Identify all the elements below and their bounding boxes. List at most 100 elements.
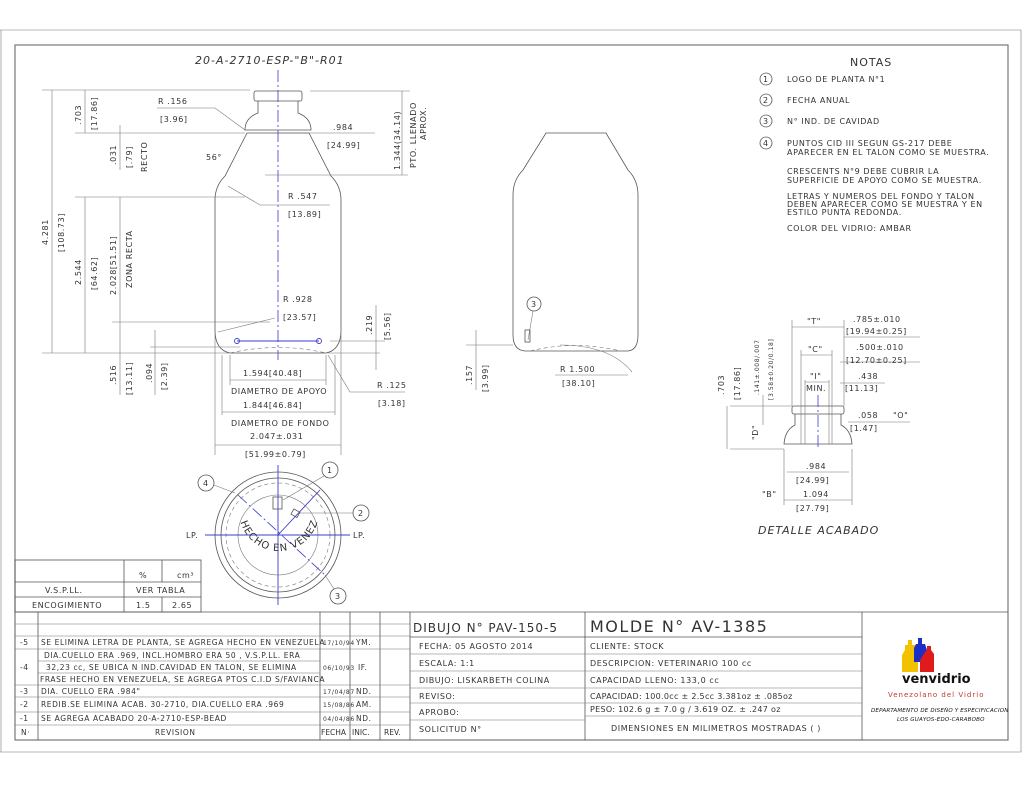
title-block: DIBUJO N° PAV-150-5 FECHA: 05 AGOSTO 201… [410, 612, 863, 740]
revision-description: 32,23 cc, SE UBICA N IND.CAVIDAD EN TALO… [46, 663, 297, 672]
lp-right-label: LP. [353, 531, 365, 540]
note-num: 2 [763, 96, 769, 105]
dim-T-mm: [19.94±0.25] [846, 327, 907, 336]
dim-r125: R .125 [377, 381, 407, 390]
fill-point-label-2: APROX. [419, 107, 428, 140]
dim-C-mm: [12.70±0.25] [846, 356, 907, 365]
outer-frame [0, 29, 1022, 753]
dim-h2544: 2.544 [74, 259, 83, 285]
dim-h703: .703 [74, 105, 83, 125]
dim-neck-dia: .984 [333, 123, 353, 132]
header-rev: REV. [384, 728, 401, 737]
venvidrio-logo: venvidrio Venezolano del Vidrio DEPARTAM… [871, 638, 1009, 723]
note-extra: COLOR DEL VIDRIO: AMBAR [787, 224, 912, 233]
dim-I-mm: [11.13] [845, 384, 878, 393]
dim-r1500-mm: [38.10] [562, 379, 595, 388]
dim-neck-dia-mm: [24.99] [327, 141, 360, 150]
note-extra: SUPERFICIE DE APOYO COMO SE MUESTRA. [787, 176, 982, 185]
revision-number: -5 [20, 638, 29, 647]
dim-r928-mm: [23.57] [283, 313, 316, 322]
dim-h2028: 2.028[51.51] [109, 236, 118, 295]
logo-red-bottle [920, 646, 934, 672]
company-tagline: Venezolano del Vidrio [888, 691, 984, 699]
notes: NOTAS 1 LOGO DE PLANTA N°1 2 FECHA ANUAL… [759, 56, 989, 233]
callout-3: 3 [335, 592, 341, 601]
revision-description: DIA. CUELLO ERA .984" [41, 687, 141, 696]
dim-body-dia-mm: [51.99±0.79] [245, 450, 306, 459]
revision-description: REDIB.SE ELIMINA ACAB. 30-2710, DIA.CUEL… [41, 700, 284, 709]
revision-date: 15/08/86 [323, 702, 355, 709]
approved-by: APROBO: [419, 708, 460, 717]
dim-r156: R .156 [158, 97, 188, 106]
note-item: N° IND. DE CAVIDAD [787, 117, 880, 126]
dim-r928: R .928 [283, 295, 313, 304]
apoyo-label: DIAMETRO DE APOYO [231, 387, 327, 396]
label-T: "T" [807, 317, 821, 326]
vsp-header-cm3: cm³ [177, 571, 194, 580]
dim-h141-mm: [3.58±0.20/0.18] [768, 339, 775, 400]
client: CLIENTE: STOCK [590, 642, 664, 651]
header-n: N· [21, 728, 30, 737]
finish-code-title: 20-A-2710-ESP-"B"-R01 [195, 54, 345, 67]
zona-recta-label: ZONA RECTA [125, 230, 134, 288]
capacity: CAPACIDAD: 100.0cc ± 2.5cc 3.381oz ± .08… [590, 692, 793, 701]
revision-description: FRASE HECHO EN VENEZUELA, SE AGREGA PTOS… [40, 675, 325, 684]
revision-date: 04/04/86 [323, 716, 355, 723]
note-num: 3 [763, 117, 769, 126]
front-view-bottle: 20-A-2710-ESP-"B"-R01 [41, 54, 428, 459]
revision-description: SE AGREGA ACABADO 20-A-2710-ESP-BEAD [41, 714, 227, 723]
note-item: APARECER EN EL TALON COMO SE MUESTRA. [787, 148, 989, 157]
header-inic: INIC. [352, 728, 370, 737]
drawing-scale: ESCALA: 1:1 [419, 659, 475, 668]
mold-number: MOLDE N° AV-1385 [590, 617, 768, 636]
reviewed-by: REVISO: [419, 692, 456, 701]
callout-3-side-label: 3 [531, 300, 537, 309]
revision-number: -1 [20, 714, 29, 723]
revision-number: -4 [20, 663, 29, 672]
fondo-label: DIAMETRO DE FONDO [231, 419, 330, 428]
drawing-number: DIBUJO N° PAV-150-5 [413, 621, 558, 635]
dim-detail-984: .984 [806, 462, 826, 471]
revision-number: -2 [20, 700, 29, 709]
description: DESCRIPCION: VETERINARIO 100 cc [590, 659, 752, 668]
note-extra: ESTILO PUNTA REDONDA. [787, 208, 902, 217]
dim-body-dia: 2.047±.031 [250, 432, 303, 441]
revision-initials: ND. [356, 714, 372, 723]
note-item: FECHA ANUAL [787, 96, 850, 105]
dim-I: .438 [858, 372, 878, 381]
dim-total-height: 4.281 [41, 219, 50, 245]
plant-logo-mark [272, 496, 283, 510]
dim-h2544-mm: [64.62] [90, 257, 99, 290]
company-department: DEPARTAMENTO DE DISEÑO Y ESPECIFICACION [871, 707, 1009, 714]
dim-h094: .094 [145, 363, 154, 383]
dim-r156-mm: [3.96] [160, 115, 188, 124]
hecho-en-venezuela-text: HECHO EN VENEZUELA [0, 0, 321, 554]
dim-fondo: 1.844[46.84] [243, 401, 302, 410]
dim-h516: .516 [109, 365, 118, 385]
vsp-table: % cm³ V.S.P.LL. VER TABLA ENCOGIMIENTO 1… [14, 559, 202, 613]
dim-h031-mm: [.79] [125, 146, 134, 168]
note-extra: DEBEN APARECER COMO SE MUESTRA Y EN [787, 200, 983, 209]
date-mark [290, 508, 301, 519]
dimensions-note: DIMENSIONES EN MILIMETROS MOSTRADAS ( ) [611, 724, 821, 733]
drawn-by: DIBUJO: LISKARBETH COLINA [419, 676, 550, 685]
note-num: 4 [763, 139, 769, 148]
dim-h157: .157 [465, 365, 474, 385]
weight: PESO: 102.6 g ± 7.0 g / 3.619 OZ. ± .247… [590, 705, 781, 714]
dim-h157-mm: [3.99] [481, 364, 490, 392]
label-B: "B" [762, 490, 777, 499]
dim-r547: R .547 [288, 192, 318, 201]
request-number: SOLICITUD N° [419, 725, 482, 734]
dim-apoyo: 1.594[40.48] [243, 369, 302, 378]
fill-point-label: PTO. LLENADO [409, 102, 418, 168]
dim-B: 1.094 [803, 490, 829, 499]
finish-detail: "T" .785±.010 [19.94±0.25] "C" .500±.010… [717, 315, 920, 537]
note-item: LOGO DE PLANTA N°1 [787, 75, 885, 84]
revision-date: 17/04/87 [323, 689, 355, 696]
recto-label: RECTO [140, 142, 149, 172]
dim-detail-984-mm: [24.99] [796, 476, 829, 485]
dim-r1500: R 1.500 [560, 365, 595, 374]
dim-h516-mm: [13.11] [125, 362, 134, 395]
header-fecha: FECHA [321, 728, 347, 737]
dim-B-mm: [27.79] [796, 504, 829, 513]
